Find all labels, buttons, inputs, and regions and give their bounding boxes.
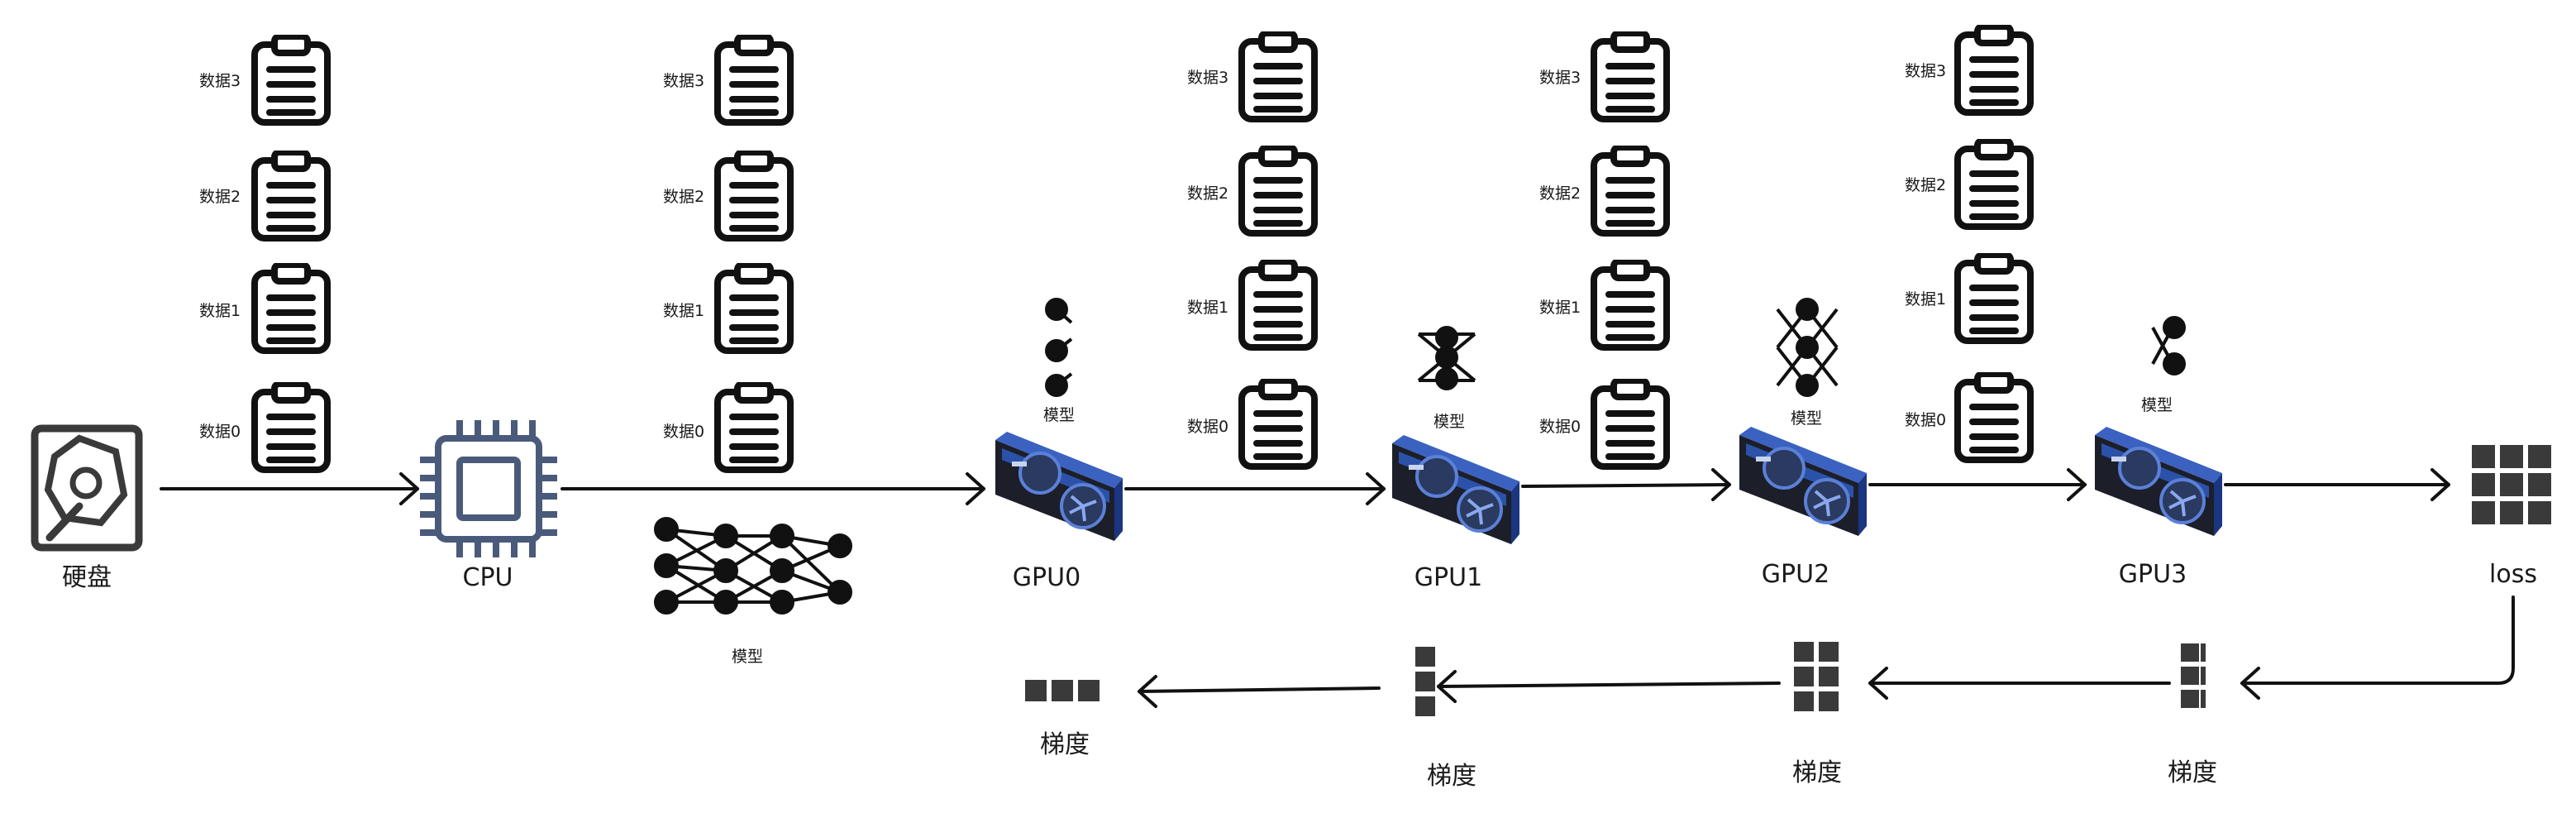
arrowhead-grad3-grad2: [1868, 667, 1888, 700]
gpu0-label: GPU0: [1013, 563, 1080, 592]
arrowhead-gpu3-loss: [2431, 468, 2450, 501]
data-stack-gpu2: 数据3 数据2 数据1 数据0: [1905, 26, 2030, 460]
data-label: 数据2: [199, 188, 241, 206]
gpu3-label: GPU3: [2119, 560, 2187, 589]
model-label: 模型: [732, 648, 763, 666]
data-label: 数据0: [663, 423, 704, 441]
graphics-card-icon: [1738, 425, 1867, 538]
data-label: 数据2: [1539, 184, 1581, 203]
gpu0-model-fragment: [1045, 298, 1073, 397]
grid-icon: [2472, 445, 2551, 524]
arrow-grad2-grad1: [1437, 682, 1781, 688]
graphics-card-icon: [994, 430, 1123, 543]
gradient-block-icon: [1025, 680, 1100, 701]
arrow-grad1-grad0: [1138, 686, 1381, 693]
gpu3-model-fragment: [2151, 316, 2186, 375]
clipboard-icon: [1242, 261, 1314, 347]
data-label: 数据1: [663, 302, 704, 320]
data-label: 数据1: [1905, 290, 1946, 308]
data-stack-cpu: 数据3 数据2 数据1 数据0: [663, 36, 790, 470]
gpu2-model-fragment: [1776, 298, 1839, 397]
clipboard-icon: [255, 152, 327, 238]
data-label: 数据2: [1187, 184, 1228, 203]
hard-disk-icon: [31, 424, 143, 552]
arrowhead-cpu-gpu0: [966, 472, 985, 505]
gradient-label: 梯度: [1040, 730, 1090, 759]
clipboard-icon: [1242, 380, 1314, 466]
data-stack-disk: 数据3 数据2 数据1 数据0: [199, 36, 327, 470]
gpu2-label: GPU2: [1762, 560, 1829, 589]
gradient-block-icon: [2181, 643, 2206, 708]
gradient-block-icon: [1794, 642, 1839, 711]
arrow-gpu1-gpu2: [1521, 483, 1731, 488]
model-label: 模型: [1043, 406, 1075, 424]
arrowhead-loss-return: [2240, 667, 2260, 700]
model-label: 模型: [1791, 409, 1822, 428]
clipboard-icon: [1594, 380, 1667, 466]
clipboard-icon: [1594, 33, 1667, 119]
neural-network-icon: [654, 517, 852, 615]
clipboard-icon: [718, 36, 790, 122]
clipboard-icon: [255, 36, 327, 122]
data-label: 数据1: [199, 302, 241, 320]
data-label: 数据0: [199, 423, 241, 441]
data-label: 数据0: [1187, 418, 1228, 436]
data-stack-gpu0: 数据3 数据2 数据1 数据0: [1187, 33, 1314, 466]
clipboard-icon: [255, 265, 327, 351]
data-label: 数据0: [1905, 411, 1946, 429]
arrowhead-gpu2-gpu3: [2067, 468, 2087, 501]
disk-label: 硬盘: [62, 563, 112, 592]
gradient-block-icon: [1415, 647, 1435, 716]
clipboard-icon: [255, 384, 327, 470]
cpu-chip-icon: [420, 420, 557, 557]
clipboard-icon: [718, 265, 790, 351]
arrowhead-gpu0-gpu1: [1366, 472, 1386, 505]
arrow-loss-return: [2240, 595, 2515, 685]
gradient-label: 梯度: [1792, 758, 1842, 787]
loss-label: loss: [2489, 560, 2537, 589]
cpu-label: CPU: [463, 563, 513, 592]
data-label: 数据1: [1539, 299, 1581, 317]
data-label: 数据3: [1905, 62, 1946, 80]
data-stack-gpu1: 数据3 数据2 数据1 数据0: [1539, 33, 1667, 466]
data-label: 数据1: [1187, 299, 1228, 317]
gpu1-label: GPU1: [1414, 563, 1482, 592]
clipboard-icon: [1958, 26, 2030, 112]
model-label: 模型: [2141, 396, 2173, 414]
backward-arrows: [1138, 595, 2515, 708]
arrowhead-gpu1-gpu2: [1711, 468, 1731, 501]
data-label: 数据0: [1539, 418, 1581, 436]
data-label: 数据2: [1905, 176, 1946, 194]
gradient-label: 梯度: [2168, 758, 2217, 787]
data-label: 数据3: [663, 72, 704, 90]
clipboard-icon: [1958, 374, 2030, 460]
data-label: 数据3: [1539, 69, 1581, 87]
clipboard-icon: [1242, 147, 1314, 233]
clipboard-icon: [1594, 261, 1667, 347]
clipboard-icon: [1242, 33, 1314, 119]
clipboard-icon: [1958, 141, 2030, 227]
data-label: 数据2: [663, 188, 704, 206]
data-label: 数据3: [1187, 69, 1228, 87]
model-label: 模型: [1433, 413, 1465, 431]
clipboard-icon: [718, 384, 790, 470]
graphics-card-icon: [2093, 425, 2222, 538]
clipboard-icon: [1958, 255, 2030, 341]
forward-arrows: [160, 468, 2450, 505]
clipboard-icon: [1594, 147, 1667, 233]
arrowhead-grad1-grad0: [1138, 675, 1157, 708]
gpu1-model-fragment: [1417, 326, 1476, 390]
arrowhead-grad2-grad1: [1437, 670, 1457, 703]
gradient-label: 梯度: [1427, 762, 1476, 791]
clipboard-icon: [718, 152, 790, 238]
arrowhead-disk-cpu: [399, 472, 419, 505]
graphics-card-icon: [1391, 433, 1519, 546]
data-label: 数据3: [199, 72, 241, 90]
